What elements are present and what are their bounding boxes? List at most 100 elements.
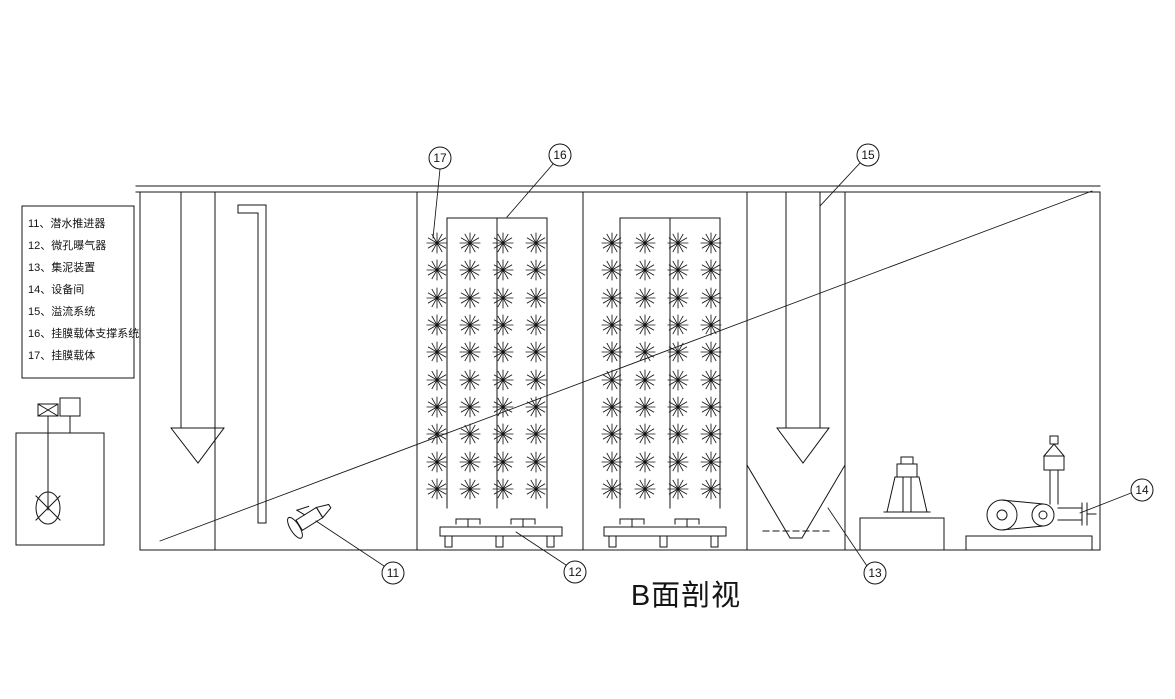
carrier-star <box>667 287 689 309</box>
carrier-star <box>459 369 481 391</box>
callout-number: 13 <box>868 566 882 580</box>
carrier-star <box>700 259 722 281</box>
legend: 11、潜水推进器 12、微孔曝气器 13、集泥装置 14、设备间 15、溢流系统… <box>21 205 139 379</box>
aerator-pipe-1 <box>439 518 563 548</box>
carrier-star <box>667 341 689 363</box>
carrier-star <box>667 396 689 418</box>
carrier-star <box>525 369 547 391</box>
legend-item: 13、集泥装置 <box>28 260 95 274</box>
callout-number: 16 <box>553 148 567 162</box>
callout-number: 15 <box>861 148 875 162</box>
carrier-star <box>601 341 623 363</box>
carrier-star <box>634 396 656 418</box>
carrier-star <box>667 314 689 336</box>
carrier-star <box>525 287 547 309</box>
carrier-star <box>525 451 547 473</box>
carrier-star <box>634 423 656 445</box>
legend-item: 14、设备间 <box>28 282 84 296</box>
callout-number: 11 <box>387 566 400 580</box>
carrier-support-frame-2 <box>619 217 721 509</box>
mixer-tank <box>15 397 105 546</box>
carrier-arrays <box>426 232 722 500</box>
carrier-star <box>601 314 623 336</box>
carrier-star <box>525 423 547 445</box>
carrier-star <box>601 232 623 254</box>
blower-unit <box>965 435 1097 551</box>
carrier-star <box>426 287 448 309</box>
carrier-star <box>700 341 722 363</box>
carrier-star <box>634 369 656 391</box>
callout-16: 16 <box>506 143 572 218</box>
callout-14: 14 <box>1079 478 1154 514</box>
carrier-star <box>525 478 547 500</box>
carrier-star <box>667 259 689 281</box>
carrier-star <box>492 478 514 500</box>
carrier-star <box>426 369 448 391</box>
carrier-star <box>667 369 689 391</box>
carrier-star <box>459 478 481 500</box>
carrier-star <box>426 259 448 281</box>
carrier-star <box>601 423 623 445</box>
carrier-star <box>700 478 722 500</box>
carrier-star <box>667 423 689 445</box>
left-downcomer-duct <box>170 191 225 464</box>
carrier-star <box>634 259 656 281</box>
carrier-star <box>492 314 514 336</box>
carrier-star <box>459 314 481 336</box>
submersible-propeller <box>287 503 332 539</box>
legend-item: 11、潜水推进器 <box>28 216 105 230</box>
carrier-star <box>700 232 722 254</box>
carrier-star <box>459 341 481 363</box>
carrier-star <box>492 451 514 473</box>
carrier-star <box>525 341 547 363</box>
callout-number: 17 <box>433 151 447 165</box>
carrier-star <box>459 259 481 281</box>
carrier-star <box>601 451 623 473</box>
carrier-star <box>459 451 481 473</box>
section-leader-line <box>159 190 1093 542</box>
carrier-star <box>667 232 689 254</box>
carrier-star <box>525 259 547 281</box>
callout-11: 11 <box>315 520 405 585</box>
carrier-star <box>492 232 514 254</box>
vertical-pump <box>859 456 945 551</box>
carrier-star <box>601 287 623 309</box>
carrier-star <box>634 287 656 309</box>
carrier-star <box>700 314 722 336</box>
overflow-duct <box>776 191 830 464</box>
carrier-star <box>492 287 514 309</box>
legend-item: 12、微孔曝气器 <box>28 238 106 252</box>
carrier-star <box>492 259 514 281</box>
sludge-hopper <box>746 464 846 539</box>
legend-item: 17、挂膜载体 <box>28 348 95 362</box>
legend-box <box>21 205 135 379</box>
callout-15: 15 <box>819 143 880 207</box>
carrier-star <box>492 341 514 363</box>
carrier-star <box>459 232 481 254</box>
callout-number: 14 <box>1135 483 1149 497</box>
carrier-star <box>667 478 689 500</box>
drop-pipe <box>237 204 267 524</box>
partition-walls <box>214 191 846 551</box>
tank-outline <box>135 185 1101 551</box>
carrier-star <box>601 478 623 500</box>
carrier-star <box>700 287 722 309</box>
carrier-star <box>492 369 514 391</box>
carrier-star <box>667 451 689 473</box>
carrier-star <box>426 314 448 336</box>
carrier-star <box>426 451 448 473</box>
carrier-star <box>492 423 514 445</box>
legend-item: 15、溢流系统 <box>28 304 95 318</box>
carrier-star <box>525 232 547 254</box>
carrier-star <box>700 451 722 473</box>
carrier-star <box>700 369 722 391</box>
carrier-star <box>700 396 722 418</box>
callout-17: 17 <box>428 146 452 239</box>
drawing-title: B面剖视 <box>631 579 741 612</box>
callout-number: 12 <box>568 565 582 579</box>
aerator-pipe-2 <box>603 518 727 548</box>
carrier-star <box>426 396 448 418</box>
carrier-star <box>601 259 623 281</box>
